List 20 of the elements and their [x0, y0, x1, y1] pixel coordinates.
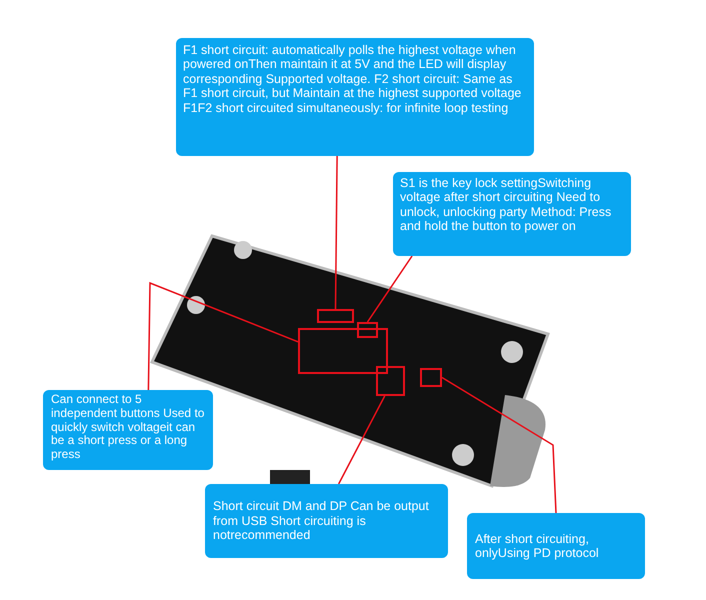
pad-highlight	[420, 368, 442, 387]
callout-box	[205, 484, 448, 558]
callout-text: S1 is the key lock settingSwitching voltage after short circuiting Need to unlock, unlocking party Method: Press and hold the button to power on	[400, 176, 612, 234]
pad-highlight	[357, 322, 378, 338]
leader-line	[366, 256, 413, 322]
callout-box	[176, 38, 534, 156]
pad-highlight	[298, 328, 388, 374]
pad-highlight	[376, 366, 405, 396]
callout-text: Can connect to 5 independent buttons Used to quickly switch voltageit can be a short press or a long press	[51, 393, 205, 462]
callout-box	[393, 172, 631, 256]
callout-text: F1 short circuit: automatically polls the highest voltage when powered onThen maintain it at 5V and the LED will display corresponding Supported voltage. F2 short circuit: Same as F1 short circuit, but Maintain at the highest supported voltage F1F2 short circuited simultaneously: for infinite loop testing	[183, 43, 522, 115]
leader-line	[148, 282, 298, 390]
callout-text: Short circuit DM and DP Can be output from USB Short circuiting is notrecommended	[213, 499, 430, 543]
pad-highlight	[317, 309, 354, 323]
callout-text: After short circuiting, onlyUsing PD protocol	[475, 532, 600, 560]
leader-line	[442, 376, 557, 514]
callout-box	[43, 390, 213, 470]
leader-line	[334, 156, 338, 309]
callout-box	[467, 513, 645, 579]
leader-line	[338, 396, 386, 484]
